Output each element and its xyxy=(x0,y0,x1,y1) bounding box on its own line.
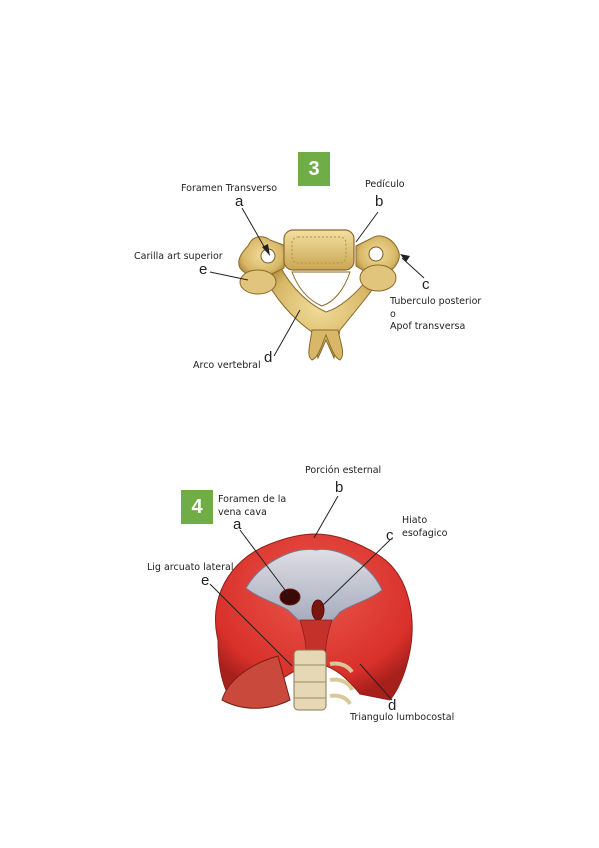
label-e-text: Carilla art superior xyxy=(134,251,223,262)
label-e-letter-fig4: e xyxy=(201,572,210,589)
label-a-letter-fig4: a xyxy=(233,516,242,533)
label-c-line1: Tuberculo posterior xyxy=(390,296,482,307)
label-a-line2-fig4: vena cava xyxy=(218,507,267,518)
label-a-letter: a xyxy=(235,193,244,210)
label-e-text-fig4: Lig arcuato lateral xyxy=(147,562,234,573)
label-b-text: Pedículo xyxy=(365,179,405,190)
label-c-line1-fig4: Hiato xyxy=(402,515,428,526)
label-d-letter-fig4: d xyxy=(388,697,397,714)
label-d-text: Arco vertebral xyxy=(193,360,261,371)
label-b-letter: b xyxy=(375,193,384,210)
label-c-line2-fig4: esofagico xyxy=(402,528,448,539)
vena-cava-foramen xyxy=(279,588,301,606)
central-tendon xyxy=(245,548,383,635)
right-foramen-transversarium xyxy=(368,246,384,262)
label-c-line2: o xyxy=(390,309,396,320)
vertebral-foramen xyxy=(291,271,351,307)
label-e-letter: e xyxy=(199,261,208,278)
label-b-text-fig4: Porción esternal xyxy=(305,465,382,476)
esophageal-hiatus xyxy=(311,599,325,621)
figure-3-number-badge: 3 xyxy=(298,152,330,186)
label-c-letter-fig4: c xyxy=(386,527,394,544)
label-d-text-fig4: Triangulo lumbocostal xyxy=(350,712,455,723)
spinous-process xyxy=(308,329,344,361)
label-c-line3: Apof transversa xyxy=(390,321,466,332)
quadratus-flap xyxy=(221,655,291,709)
vertebral-body xyxy=(283,229,355,271)
right-superior-articular-facet xyxy=(359,264,397,292)
figure-4-number-badge: 4 xyxy=(181,490,213,524)
left-superior-articular-facet xyxy=(239,269,277,295)
label-d-letter: d xyxy=(264,349,273,366)
label-a-text: Foramen Transverso xyxy=(181,183,278,194)
lumbar-spine xyxy=(293,649,327,711)
label-a-line1-fig4: Foramen de la xyxy=(218,494,287,505)
label-b-letter-fig4: b xyxy=(335,479,344,496)
label-c-letter: c xyxy=(422,276,430,293)
